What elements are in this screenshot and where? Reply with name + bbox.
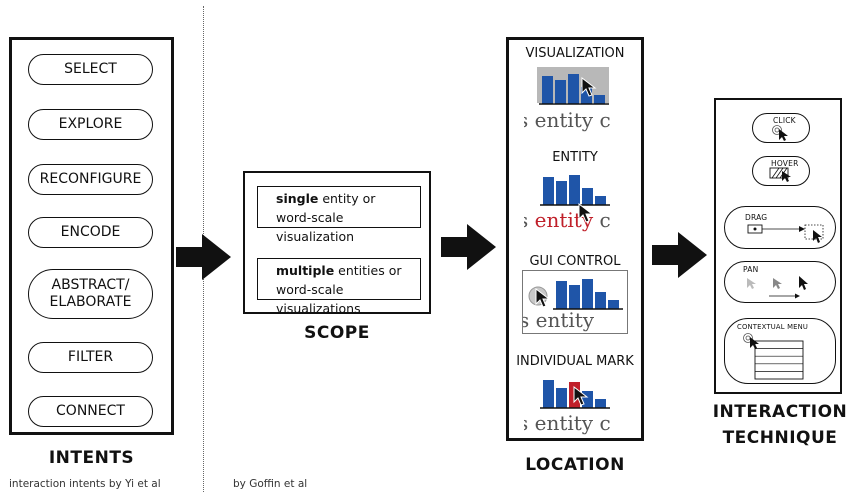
location-entity-label: ENTITY — [552, 150, 598, 165]
technique-hover: HOVER — [752, 156, 810, 186]
intents-title: INTENTS — [48, 448, 135, 468]
location-title: LOCATION — [525, 455, 625, 475]
intent-select-label: SELECT — [64, 60, 117, 77]
scope-multiple-bold: multiple — [276, 263, 335, 278]
intent-explore: EXPLORE — [28, 109, 153, 140]
entity-text: s entity c — [524, 208, 611, 232]
intent-abstract-elaborate: ABSTRACT/ ELABORATE — [28, 269, 153, 319]
location-individual-mark-label: INDIVIDUAL MARK — [516, 354, 634, 369]
location-panel: VISUALIZATION s entity c ENTITY s entity… — [506, 37, 644, 441]
scope-multiple-line2: word-scale visualizations — [276, 281, 361, 316]
bar-chart-icon — [553, 279, 623, 310]
intent-select: SELECT — [28, 54, 153, 85]
scope-panel: single entity or word-scale visualizatio… — [243, 171, 431, 316]
intent-connect-label: CONNECT — [56, 402, 125, 419]
location-individual-mark-image: s entity c — [524, 372, 622, 436]
cursor-icon — [578, 203, 594, 223]
location-visualization-image: s entity c — [524, 67, 622, 133]
location-visualization-label: VISUALIZATION — [525, 46, 625, 61]
drag-icon — [747, 224, 824, 243]
intent-connect: CONNECT — [28, 396, 153, 427]
technique-title-line2: TECHNIQUE — [722, 428, 838, 448]
cursor-icon — [535, 288, 551, 308]
hover-icon — [769, 167, 791, 182]
intent-filter-label: FILTER — [67, 348, 114, 365]
intent-explore-label: EXPLORE — [58, 115, 123, 132]
technique-click: CLICK — [752, 113, 810, 143]
scope-multiple-box: multiple entities or word-scale visualiz… — [257, 258, 421, 316]
scope-single-line2: word-scale visualization — [276, 209, 355, 244]
intent-reconfigure-label: RECONFIGURE — [39, 170, 142, 187]
context-menu-icon — [743, 333, 804, 380]
intent-encode: ENCODE — [28, 217, 153, 248]
intent-abstract-label: ABSTRACT/ ELABORATE — [49, 276, 132, 311]
technique-contextual-menu: CONTEXTUAL MENU — [724, 318, 836, 384]
pan-icon — [747, 276, 808, 299]
intent-filter: FILTER — [28, 342, 153, 373]
bar-chart-icon — [540, 175, 610, 206]
location-gui-control-image: s entity — [522, 270, 628, 334]
technique-pan-label: PAN — [743, 265, 759, 274]
intent-reconfigure: RECONFIGURE — [28, 164, 153, 195]
cursor-icon — [573, 386, 589, 406]
technique-title-line1: INTERACTION — [712, 402, 848, 422]
scope-single-rest: entity or — [318, 191, 376, 206]
entity-text: s entity c — [524, 411, 611, 435]
intents-panel: SELECT EXPLORE RECONFIGURE ENCODE ABSTRA… — [9, 37, 174, 435]
scope-title: SCOPE — [304, 323, 370, 343]
technique-drag: DRAG — [724, 206, 836, 249]
location-entity-image: s entity c — [524, 169, 622, 233]
intents-caption: interaction intents by Yi et al — [9, 478, 161, 490]
technique-contextual-menu-label: CONTEXTUAL MENU — [737, 323, 809, 331]
entity-text: s entity c — [524, 108, 611, 132]
arrow-right-icon — [176, 234, 231, 280]
bar-chart-icon — [539, 74, 609, 105]
location-gui-control-label: GUI CONTROL — [529, 254, 621, 269]
technique-click-label: CLICK — [773, 116, 796, 125]
scope-single-bold: single — [276, 191, 319, 206]
scope-caption: by Goffin et al — [233, 478, 308, 490]
technique-hover-label: HOVER — [771, 159, 799, 168]
entity-text: s entity — [522, 308, 595, 332]
technique-pan: PAN — [724, 261, 836, 303]
intent-encode-label: ENCODE — [60, 223, 121, 240]
cursor-icon — [581, 77, 597, 97]
technique-panel: CLICK HOVER DRAG PAN — [714, 98, 842, 394]
scope-multiple-rest: entities or — [334, 263, 402, 278]
click-cursor-icon — [772, 125, 788, 141]
technique-drag-label: DRAG — [745, 213, 768, 222]
arrow-right-icon — [652, 232, 707, 278]
arrow-right-icon — [441, 224, 496, 270]
scope-single-box: single entity or word-scale visualizatio… — [257, 186, 421, 244]
